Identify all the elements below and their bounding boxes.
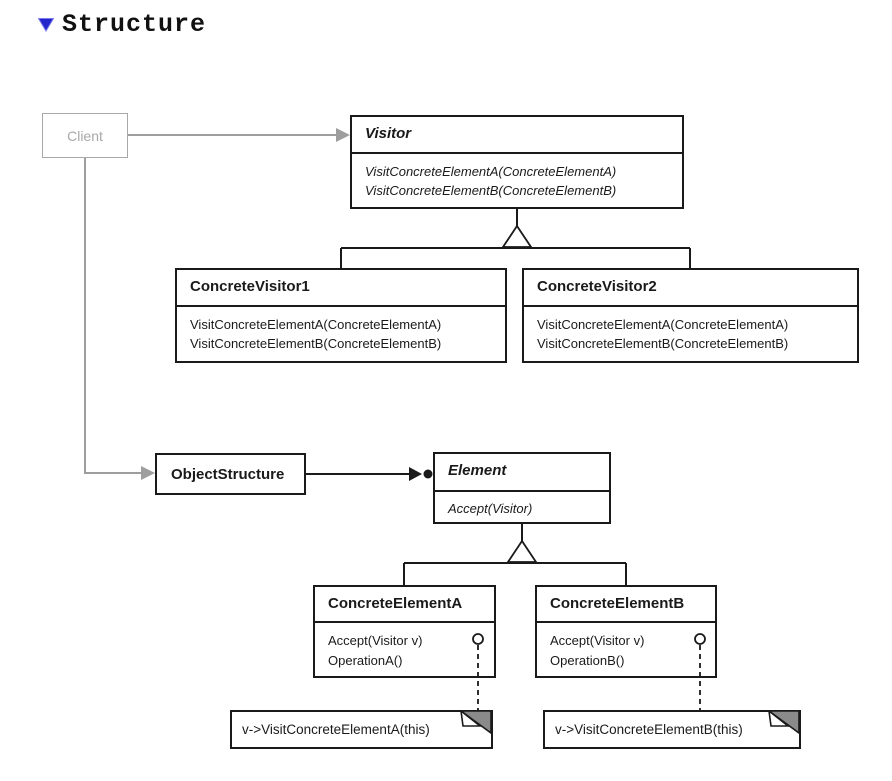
class-box-concrete-element-b: ConcreteElementB Accept(Visitor v) Opera… bbox=[535, 585, 717, 678]
element-inheritance-connector bbox=[403, 524, 627, 585]
note-fold-corner-icon bbox=[767, 710, 800, 735]
code-note-b: v->VisitConcreteElementB(this) bbox=[543, 710, 801, 749]
code-note-a: v->VisitConcreteElementA(this) bbox=[230, 710, 493, 749]
class-box-object-structure: ObjectStructure bbox=[155, 453, 306, 495]
method-accept: Accept(Visitor v) bbox=[328, 633, 423, 648]
inheritance-triangle-icon bbox=[501, 224, 533, 248]
code-note-a-text: v->VisitConcreteElementA(this) bbox=[242, 722, 430, 737]
collapse-triangle-icon[interactable] bbox=[38, 17, 54, 32]
method-visit-concrete-element-a: VisitConcreteElementA(ConcreteElementA) bbox=[365, 164, 617, 179]
method-accept: Accept(Visitor v) bbox=[550, 633, 645, 648]
class-name-object-structure: ObjectStructure bbox=[171, 465, 285, 483]
structure-section-heading: Structure bbox=[38, 10, 206, 39]
class-box-concrete-visitor1: ConcreteVisitor1 VisitConcreteElementA(C… bbox=[175, 268, 507, 363]
note-fold-corner-icon bbox=[459, 710, 492, 735]
class-box-element: Element Accept(Visitor) bbox=[433, 452, 611, 524]
client-to-visitor-arrow bbox=[128, 128, 350, 142]
class-name-concrete-visitor2: ConcreteVisitor2 bbox=[524, 270, 857, 307]
method-visit-concrete-element-a: VisitConcreteElementA(ConcreteElementA) bbox=[537, 317, 789, 332]
method-accept: Accept(Visitor) bbox=[448, 501, 533, 516]
class-name-element: Element bbox=[435, 454, 609, 492]
method-visit-concrete-element-a: VisitConcreteElementA(ConcreteElementA) bbox=[190, 317, 442, 332]
multiplicity-ball-icon bbox=[423, 469, 433, 479]
method-operation-a: OperationA() bbox=[328, 653, 403, 668]
object-structure-to-element-arrow bbox=[306, 467, 433, 481]
class-box-visitor: Visitor VisitConcreteElementA(ConcreteEl… bbox=[350, 115, 684, 209]
class-name-visitor: Visitor bbox=[352, 117, 682, 154]
code-note-b-text: v->VisitConcreteElementB(this) bbox=[555, 722, 743, 737]
class-name-concrete-element-b: ConcreteElementB bbox=[537, 587, 715, 623]
section-title: Structure bbox=[62, 10, 207, 39]
method-visit-concrete-element-b: VisitConcreteElementB(ConcreteElementB) bbox=[190, 336, 442, 351]
class-box-concrete-visitor2: ConcreteVisitor2 VisitConcreteElementA(C… bbox=[522, 268, 859, 363]
method-visit-concrete-element-b: VisitConcreteElementB(ConcreteElementB) bbox=[365, 183, 617, 198]
class-name-client: Client bbox=[67, 127, 103, 144]
class-name-concrete-visitor1: ConcreteVisitor1 bbox=[177, 270, 505, 307]
inheritance-triangle-icon bbox=[506, 539, 538, 563]
visitor-inheritance-connector bbox=[340, 209, 691, 268]
client-to-object-structure-arrow bbox=[84, 158, 155, 480]
class-box-client: Client bbox=[42, 113, 128, 158]
method-visit-concrete-element-b: VisitConcreteElementB(ConcreteElementB) bbox=[537, 336, 789, 351]
class-name-concrete-element-a: ConcreteElementA bbox=[315, 587, 494, 623]
class-box-concrete-element-a: ConcreteElementA Accept(Visitor v) Opera… bbox=[313, 585, 496, 678]
method-operation-b: OperationB() bbox=[550, 653, 625, 668]
